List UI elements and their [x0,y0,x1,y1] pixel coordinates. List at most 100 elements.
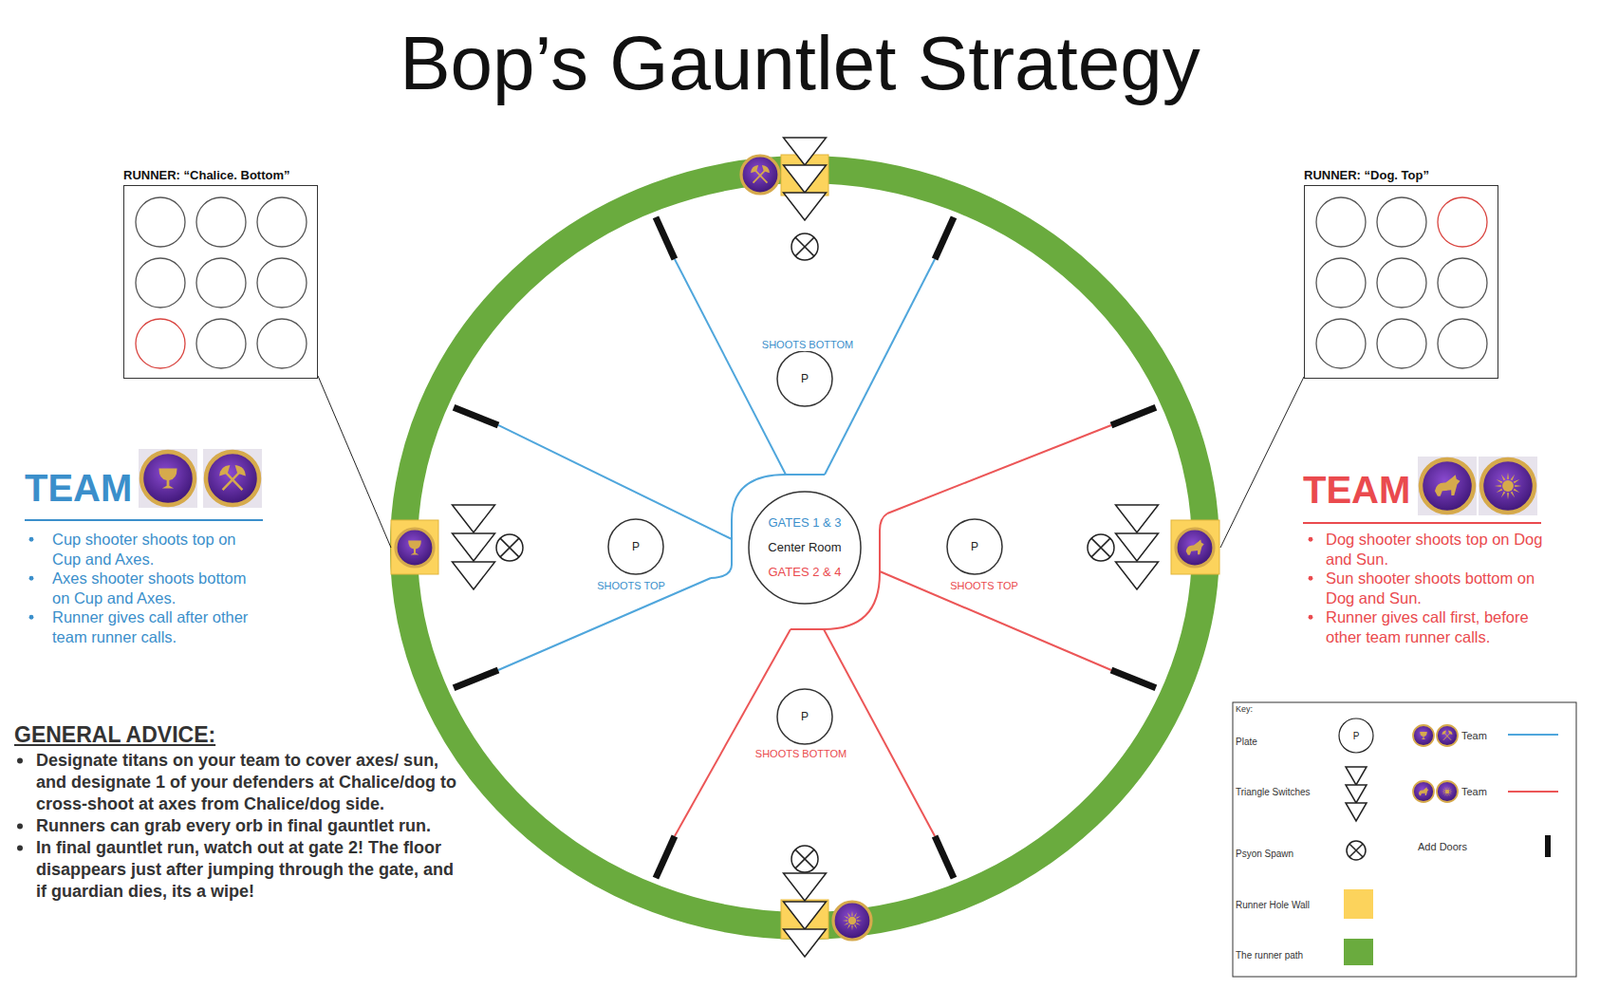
team-route-line [823,629,935,837]
plate-circle: P [776,688,834,745]
legend-holder: Team [1461,728,1488,743]
legend-text: Runner Hole Wall [1235,898,1310,912]
chalice-emblem-icon [1413,725,1434,746]
triangle-switch [783,137,827,166]
node-text-stack: GATES 1 & 3Center RoomGATES 2 & 4 [747,490,862,605]
team-route-line [674,629,791,837]
orb-circle [1316,197,1366,247]
dog-emblem-icon-part [1417,456,1477,516]
team-underline [1302,521,1542,524]
sun-emblem-icon-part [1441,785,1452,797]
team-heading: TEAM [1302,467,1411,512]
dog-emblem-icon [1413,781,1434,802]
psyon-spawn-symbol [1087,534,1115,561]
node-outline-circle [947,519,1003,575]
chalice-emblem-icon-part [158,468,177,489]
label-holder: SHOOTS TOP [948,578,1021,593]
sun-emblem-icon-part-part [1502,480,1514,492]
label-holder: SHOOTS BOTTOM [760,337,856,352]
plate-letter: P [800,371,809,387]
triangle-switch [1116,533,1159,561]
axes-emblem-icon-part [219,465,246,490]
triangle-switch [1116,561,1159,590]
triangle-switch [1116,504,1159,533]
orb-circle [1376,318,1427,369]
axes-emblem-icon-part [1442,730,1453,741]
orb-circle [135,197,186,247]
chalice-emblem-icon [138,448,198,508]
advice-bullet: Runners can grab every orb in final gaun… [36,815,459,838]
key-box [1232,702,1577,977]
add-door [655,836,675,878]
team-heading: TEAM [24,465,132,510]
axes-emblem-icon [741,155,780,194]
bullet-dot [17,845,23,852]
axes-emblem-icon-part-part [1448,730,1452,735]
shoots-label: SHOOTS TOP [948,578,1021,593]
dog-emblem-icon-part-part [1186,539,1205,556]
sun-emblem-icon [1478,456,1538,516]
advice-bullet: Designate titans on your team to cover a… [36,749,459,816]
legend-text: Team [1461,784,1488,799]
legend-text: Triangle Switches [1235,785,1311,799]
label-holder: SHOOTS TOP [595,578,668,593]
psyon-spawn-symbol-part [791,845,819,873]
dog-emblem-icon-part-part [1434,474,1461,497]
legend-text: Plate [1235,735,1258,748]
dog-emblem-icon-part [1186,539,1205,556]
runner-hole-wall [1171,520,1220,575]
plate-circle: P [946,518,1004,576]
bullet-dot [29,576,35,581]
orb-grid [1304,186,1497,377]
legend-text: Psyon Spawn [1235,847,1294,860]
shoots-label: SHOOTS TOP [595,578,668,593]
triangle-switch [452,504,496,533]
axes-emblem-icon-part-part [1442,730,1447,735]
bullet-dot [1308,576,1314,581]
leader-line [1220,376,1304,548]
team-bullet: Runner gives call after other team runne… [52,607,267,647]
sun-emblem-icon-part-part [1494,472,1522,500]
legend-text: The runner path [1235,948,1303,962]
dog-emblem-icon [1175,528,1214,567]
label-holder: P [1353,729,1360,743]
runner-callout-box: RUNNER: “Chalice. Bottom” [123,167,318,379]
dog-emblem-icon-part [1175,528,1214,567]
bullet-dot [29,614,35,620]
plate-circle: P [776,350,834,408]
team-bullet: Runner gives call first, before other te… [1325,607,1552,647]
bullet-dot [17,823,23,830]
node-text-stack: P [776,688,834,745]
orb-circle [1376,258,1427,308]
orb-grid-box [1303,185,1499,379]
orb-circle [257,197,307,247]
sun-emblem-icon-part-part [842,911,862,931]
axes-emblem-icon-part [1436,725,1458,746]
label-holder: Runners can grab every orb in final gaun… [36,815,459,838]
legend-swatch [1343,889,1374,919]
triangle-switch [783,192,827,221]
orb-circle [1316,318,1366,369]
add-door [1111,669,1156,689]
sun-emblem-icon-part-part [848,916,856,925]
node-outline-circle [777,688,833,745]
label-holder: In final gauntlet run, watch out at gate… [36,837,459,903]
runner-callout-box: RUNNER: “Dog. Top” [1303,167,1499,379]
axes-emblem-icon-part-part [750,165,759,173]
triangle-switch [452,561,496,590]
psyon-spawn-symbol-part [1349,843,1363,857]
psyon-spawn-symbol-part [1091,538,1111,558]
key-heading: Key: [1235,704,1253,715]
chalice-emblem-icon-part [141,451,195,505]
shoots-label: SHOOTS BOTTOM [760,337,856,352]
team-route-line [674,259,786,475]
sun-emblem-icon-part [1481,459,1535,513]
team-route-line [498,577,711,670]
dog-emblem-icon-part [1434,474,1461,497]
triangle-switch [783,929,827,957]
orb-circle [196,318,246,369]
page-title: Bop’s Gauntlet Strategy [399,20,1200,107]
team-bullet: Axes shooter shoots bottom on Cup and Ax… [52,568,267,608]
plate-symbol-letter: P [1353,729,1360,743]
